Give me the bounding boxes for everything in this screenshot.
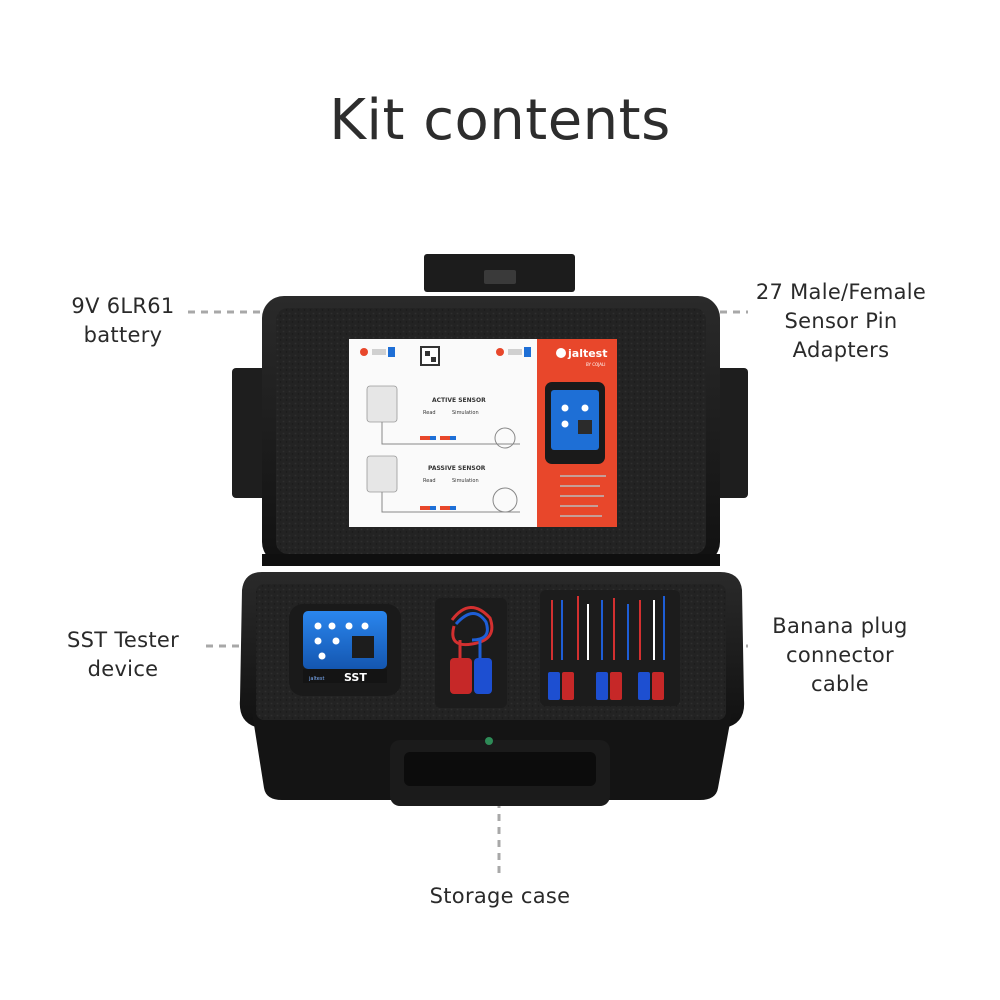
passive-sensor-heading: PASSIVE SENSOR bbox=[428, 465, 486, 472]
adapters-callout: 27 Male/Female Sensor Pin Adapters bbox=[742, 278, 940, 365]
simulation-label-2: Simulation bbox=[452, 478, 479, 484]
sst-device: SST jaltest bbox=[289, 604, 401, 696]
adapters-callout-line-1: 27 Male/Female bbox=[755, 280, 927, 304]
simulation-label-1: Simulation bbox=[452, 410, 479, 416]
active-sensor-heading: ACTIVE SENSOR bbox=[432, 397, 486, 404]
tester-callout-line-1: SST Tester bbox=[66, 628, 180, 652]
case-callout-line-1: Storage case bbox=[429, 884, 571, 908]
tester-callout-line-2: device bbox=[87, 657, 159, 681]
page-title: Kit contents bbox=[329, 88, 671, 153]
battery-callout: 9V 6LR61 battery bbox=[58, 292, 188, 350]
device-model-label: SST bbox=[344, 671, 367, 684]
tester-callout: SST Tester device bbox=[48, 626, 198, 684]
card-brand: jaltest bbox=[567, 347, 608, 360]
banana-callout-line-1: Banana plug bbox=[772, 614, 908, 638]
adapters-callout-line-2: Sensor Pin bbox=[784, 309, 898, 333]
device-brand-label: jaltest bbox=[308, 676, 324, 682]
banana-callout-line-3: cable bbox=[811, 672, 869, 696]
case-callout: Storage case bbox=[400, 882, 600, 911]
read-label-2: Read bbox=[423, 478, 436, 484]
adapters-callout-line-3: Adapters bbox=[792, 338, 890, 362]
instruction-card: jaltest BY COJALI ACTIVE SENSOR Read Sim… bbox=[349, 339, 617, 527]
battery-callout-line-2: battery bbox=[83, 323, 163, 347]
read-label-1: Read bbox=[423, 410, 436, 416]
pin-adapters bbox=[540, 590, 680, 706]
banana-cable bbox=[435, 598, 507, 708]
battery-callout-line-1: 9V 6LR61 bbox=[71, 294, 175, 318]
banana-callout-line-2: connector bbox=[786, 643, 894, 667]
card-sub-brand: BY COJALI bbox=[586, 362, 605, 367]
banana-callout: Banana plug connector cable bbox=[752, 612, 928, 699]
